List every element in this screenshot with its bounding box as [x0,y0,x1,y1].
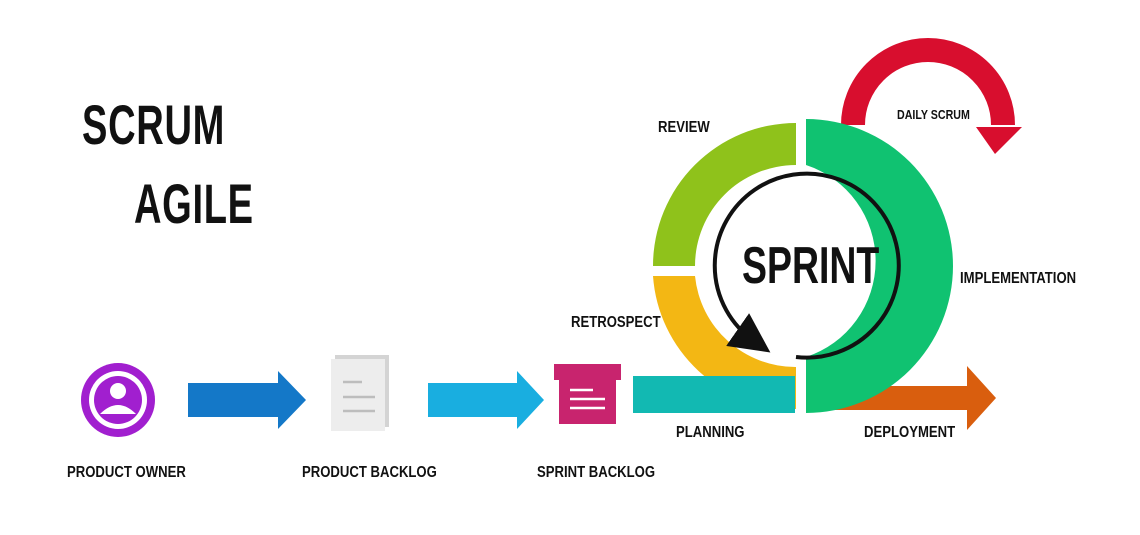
product-owner-label: PRODUCT OWNER [67,464,186,481]
product-owner-user-icon [81,363,155,437]
planning-label: PLANNING [676,424,745,441]
sprint-backlog-archive-box-icon [554,364,621,424]
title-line-2: AGILE [134,172,254,235]
arrow-backlog-to-sprint [428,371,544,429]
sprint-backlog-label: SPRINT BACKLOG [537,464,656,481]
cycle-arrow-icon [712,171,901,360]
implementation-label: IMPLEMENTATION [960,270,1077,287]
product-backlog-document-icon [331,355,389,431]
review-label: REVIEW [658,119,710,136]
daily-scrum-label: DAILY SCRUM [897,107,970,122]
title-line-1: SCRUM [82,93,226,156]
deployment-label: DEPLOYMENT [864,424,956,441]
sprint-center-label: SPRINT [742,237,880,295]
arrow-owner-to-backlog [188,371,306,429]
retrospect-label: RETROSPECT [571,314,661,331]
review-ring-segment [653,123,796,266]
product-backlog-label: PRODUCT BACKLOG [302,464,437,481]
retrospect-ring-segment [653,276,796,410]
planning-bar [633,376,795,413]
implementation-ring-segment [806,119,953,413]
daily-scrum-arrow [841,38,1022,154]
deployment-arrow [812,366,996,430]
